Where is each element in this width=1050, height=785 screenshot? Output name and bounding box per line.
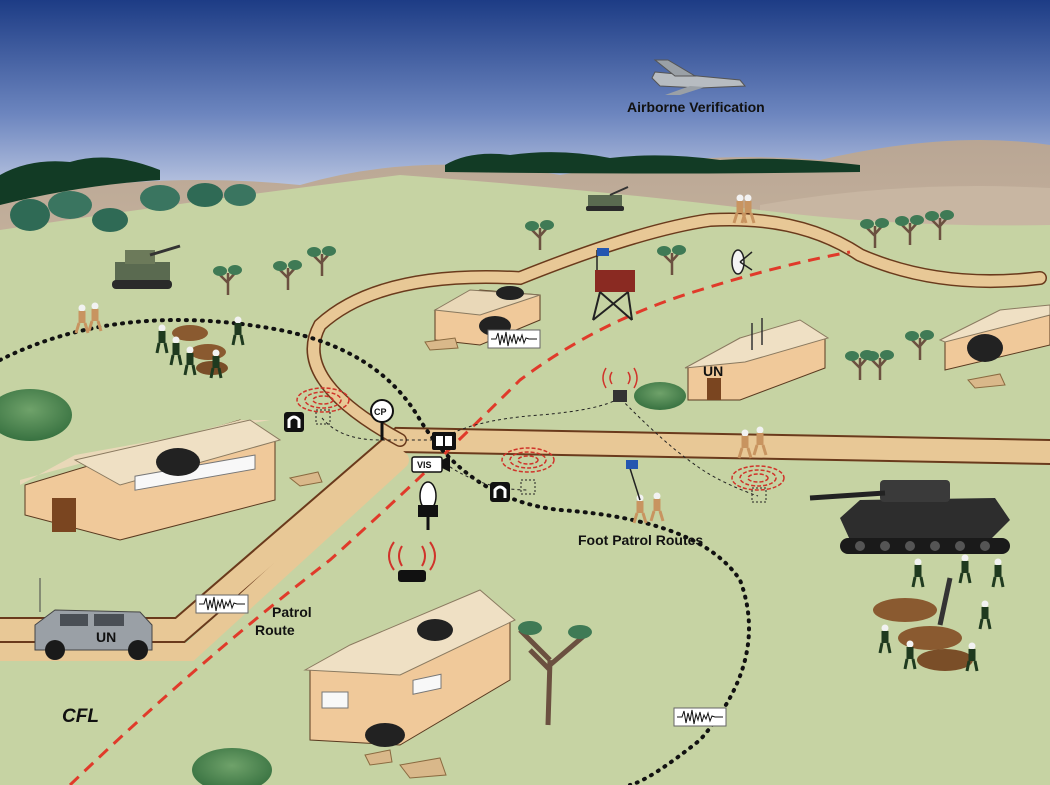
patrol-route-label-line1: Patrol (272, 604, 312, 620)
un-building: UN (684, 318, 830, 401)
rubble (288, 337, 1006, 779)
patrol-route-label-line2: Route (255, 622, 295, 638)
sensor-wire (321, 397, 759, 497)
cfl-line (68, 250, 851, 785)
bush (192, 748, 272, 785)
un-building-label: UN (703, 363, 723, 379)
tank (809, 480, 1010, 554)
bush (0, 389, 72, 441)
radio-transmitter (388, 541, 436, 582)
building-center (433, 286, 541, 346)
treeline-center (445, 152, 860, 174)
vis-camera-label: VIS (417, 460, 432, 470)
bare-tree (518, 621, 592, 726)
mortar-position (873, 577, 973, 671)
tree-cluster-left (10, 183, 256, 232)
fighter-jet (651, 59, 747, 95)
building-left (20, 419, 282, 541)
radar (418, 481, 438, 530)
building-right (938, 304, 1050, 371)
bush (634, 382, 686, 410)
artillery-far-center (586, 186, 629, 211)
relay-transmitter (602, 367, 638, 402)
magnetic-sensor-icon (284, 412, 304, 432)
artillery-far-left (112, 244, 181, 289)
foot-patrol-route (0, 318, 751, 785)
watchtower (592, 248, 635, 321)
far-right-slope (760, 186, 1050, 226)
seismic-sensor-readout (487, 329, 541, 349)
airborne-verification-label: Airborne Verification (627, 99, 765, 115)
seismic-sensor-readout (673, 707, 727, 727)
vis-camera: VIS (411, 456, 450, 473)
sensor-node (315, 409, 767, 503)
un-vehicle: UN (34, 578, 153, 660)
seismic-sensor-readout (195, 594, 249, 614)
magnetic-sensor-icon (490, 482, 510, 502)
un-vehicle-label: UN (96, 629, 116, 645)
checkpoint-label: CP (374, 407, 387, 417)
acoustic-sensor-waves (296, 387, 785, 491)
un-flag-patrol (626, 460, 641, 501)
infrared-sensor-icon (432, 432, 456, 450)
checkpoint-sign: CP (370, 399, 394, 440)
treeline-left (0, 157, 160, 205)
building-bottom (303, 589, 516, 747)
foot-patrol-routes-label: Foot Patrol Routes (578, 532, 703, 548)
sensor-wire (439, 459, 529, 491)
un-flag (597, 248, 609, 256)
satellite-dish (731, 249, 753, 275)
cfl-label: CFL (62, 706, 99, 727)
